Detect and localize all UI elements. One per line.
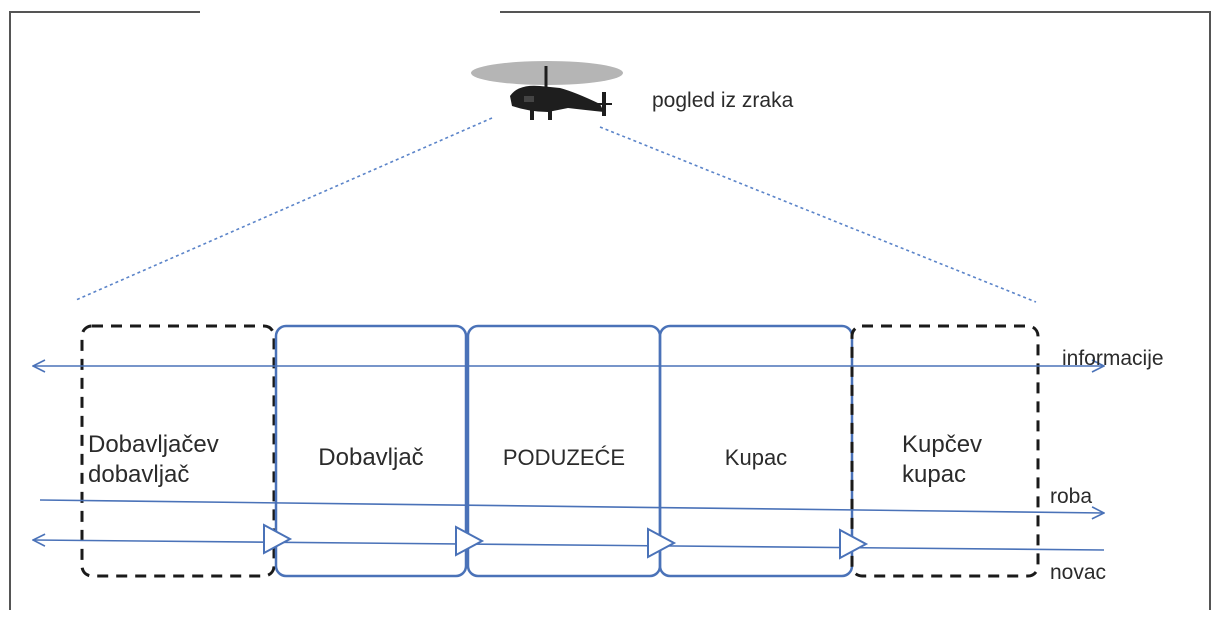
entity-label-customer: Kupac [724,445,788,470]
entity-label-supplier: Dobavljač [318,444,424,471]
box-customers-customer [850,324,1040,578]
helicopter-icon [471,61,623,120]
box-supplier [274,324,468,578]
entity-boxes [80,324,1040,578]
aerial-view-caption: pogled iz zraka [652,89,794,112]
view-line-left [75,117,493,301]
money-flow-arrow [33,540,1105,551]
entity-label-company: PODUZEĆE [502,445,626,470]
frame-border [9,11,1211,610]
money-flow-label: novac [1050,561,1107,584]
goods-flow-label: roba [1050,485,1093,508]
box-suppliers-supplier [80,324,276,578]
goods-handoff-markers [263,523,869,560]
view-line-right [599,126,1037,303]
goods-flow-arrow [39,499,1104,513]
information-flow-label: informacije [1062,347,1164,370]
